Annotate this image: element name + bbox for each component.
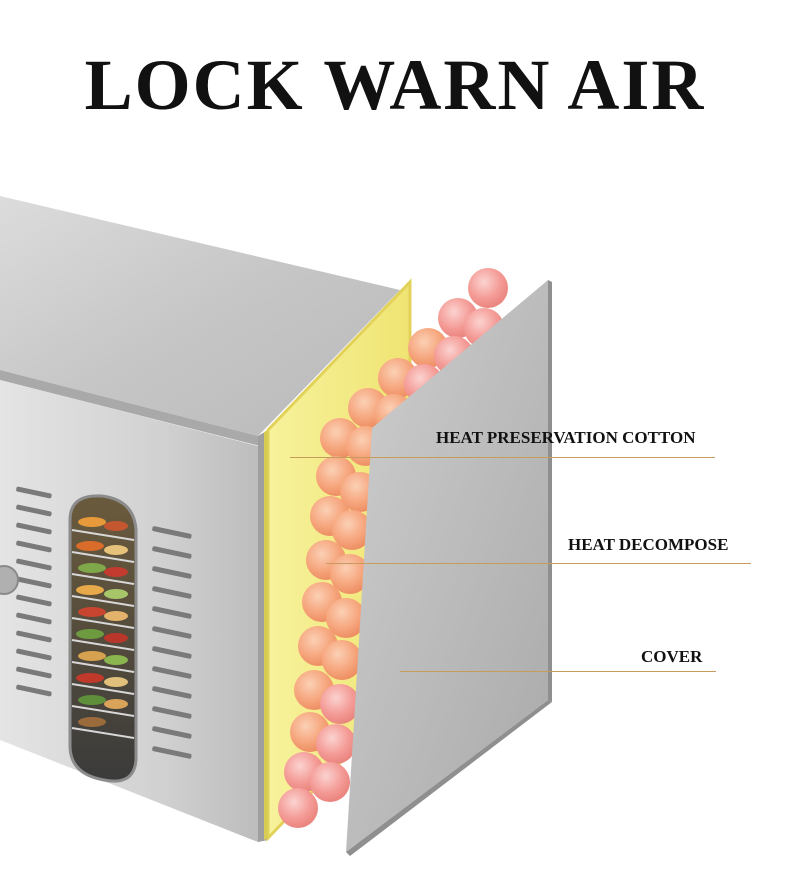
control-knob — [0, 565, 19, 595]
vent-slots-right — [152, 526, 192, 759]
machine-top-panel — [0, 196, 400, 436]
heat-ball — [326, 598, 366, 638]
heat-ball — [330, 554, 370, 594]
viewing-window — [68, 494, 138, 783]
heat-ball — [320, 684, 360, 724]
heat-ball — [322, 640, 362, 680]
heat-balls — [278, 268, 508, 828]
heat-ball — [278, 788, 318, 828]
heat-ball — [310, 762, 350, 802]
heat-ball — [468, 268, 508, 308]
heat-ball — [332, 510, 372, 550]
callout-cover-label: COVER — [641, 647, 703, 666]
vent-slots-left — [16, 486, 52, 697]
page-title: LOCK WARN AIR — [84, 45, 706, 125]
callout-cotton-label: HEAT PRESERVATION COTTON — [436, 428, 696, 447]
callout-cover-line — [400, 671, 716, 672]
cover-panel — [346, 280, 548, 852]
callout-decompose-line — [326, 563, 751, 564]
heat-ball — [316, 724, 356, 764]
callout-decompose-label: HEAT DECOMPOSE — [568, 535, 729, 554]
callout-cotton-line — [290, 457, 715, 458]
